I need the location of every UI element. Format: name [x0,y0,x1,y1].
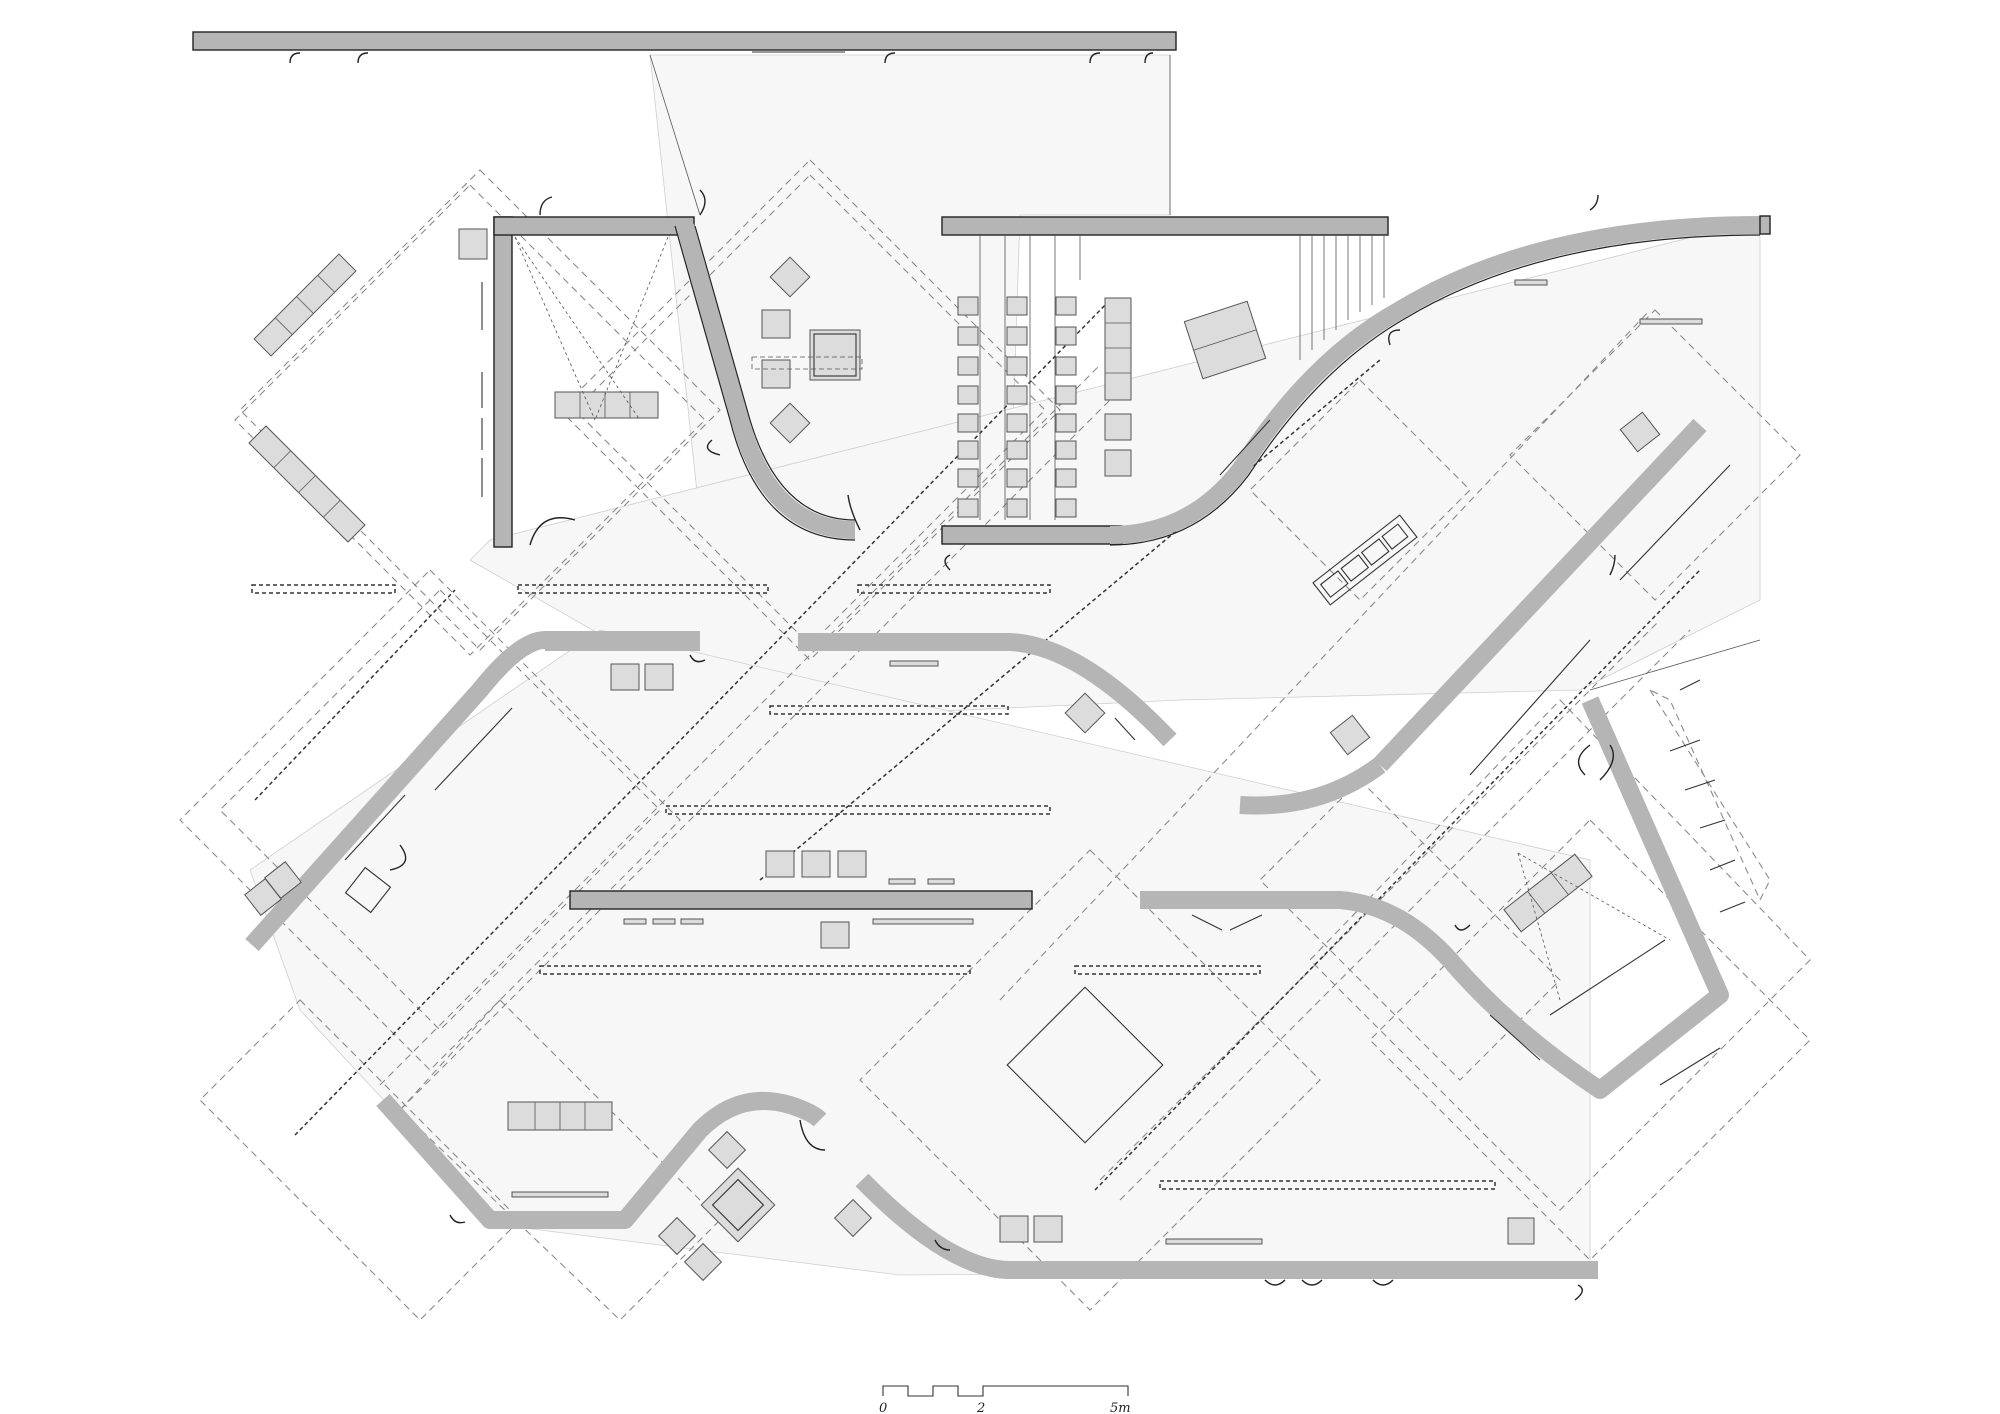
dashed-rails [251,584,1496,1190]
scale-label-0: 0 [879,1401,887,1414]
dashed-grid [179,159,1811,1321]
left-room-top-wall [493,216,695,236]
diagonal-wall [1373,418,1707,772]
door-swings [289,52,1616,1301]
bottom-left-wall [376,1091,827,1229]
auditorium-seats [957,235,1081,520]
grid-square [1309,699,1811,1211]
mid-wall-curve [798,633,1177,747]
grid-square [859,849,1321,1311]
stair-lines [1299,235,1385,360]
hall-bottom-wall [941,525,1123,545]
grid-square [219,589,661,1031]
diagonal-wall-curve [1239,757,1386,815]
scale-label-2: 2 [976,1401,985,1414]
grid-square [1249,379,1471,601]
grid-square [199,999,521,1321]
scale-bar: 0 2 5m [879,1385,1131,1414]
left-room-wall [493,216,513,548]
grid-square [1648,688,1771,902]
left-diagonal-wall [245,631,700,951]
middle-long-wall [569,890,1033,910]
grid-square [234,184,706,656]
grid-square [559,159,1061,661]
grid-square [1369,819,1811,1261]
grid-square [179,569,681,1071]
scale-label-5m: 5m [1110,1401,1131,1414]
grid-square [239,169,721,651]
top-wall [192,31,1177,51]
curved-wall [676,223,856,539]
grid-square [1509,309,1801,601]
grid-square [1259,779,1561,1081]
right-room-wall [1140,696,1729,1099]
hall-top-wall [941,216,1389,236]
grid-square [399,999,721,1321]
furniture [244,51,1746,1282]
s-curve-wall [1109,216,1761,544]
perspective-lines [649,54,1761,691]
